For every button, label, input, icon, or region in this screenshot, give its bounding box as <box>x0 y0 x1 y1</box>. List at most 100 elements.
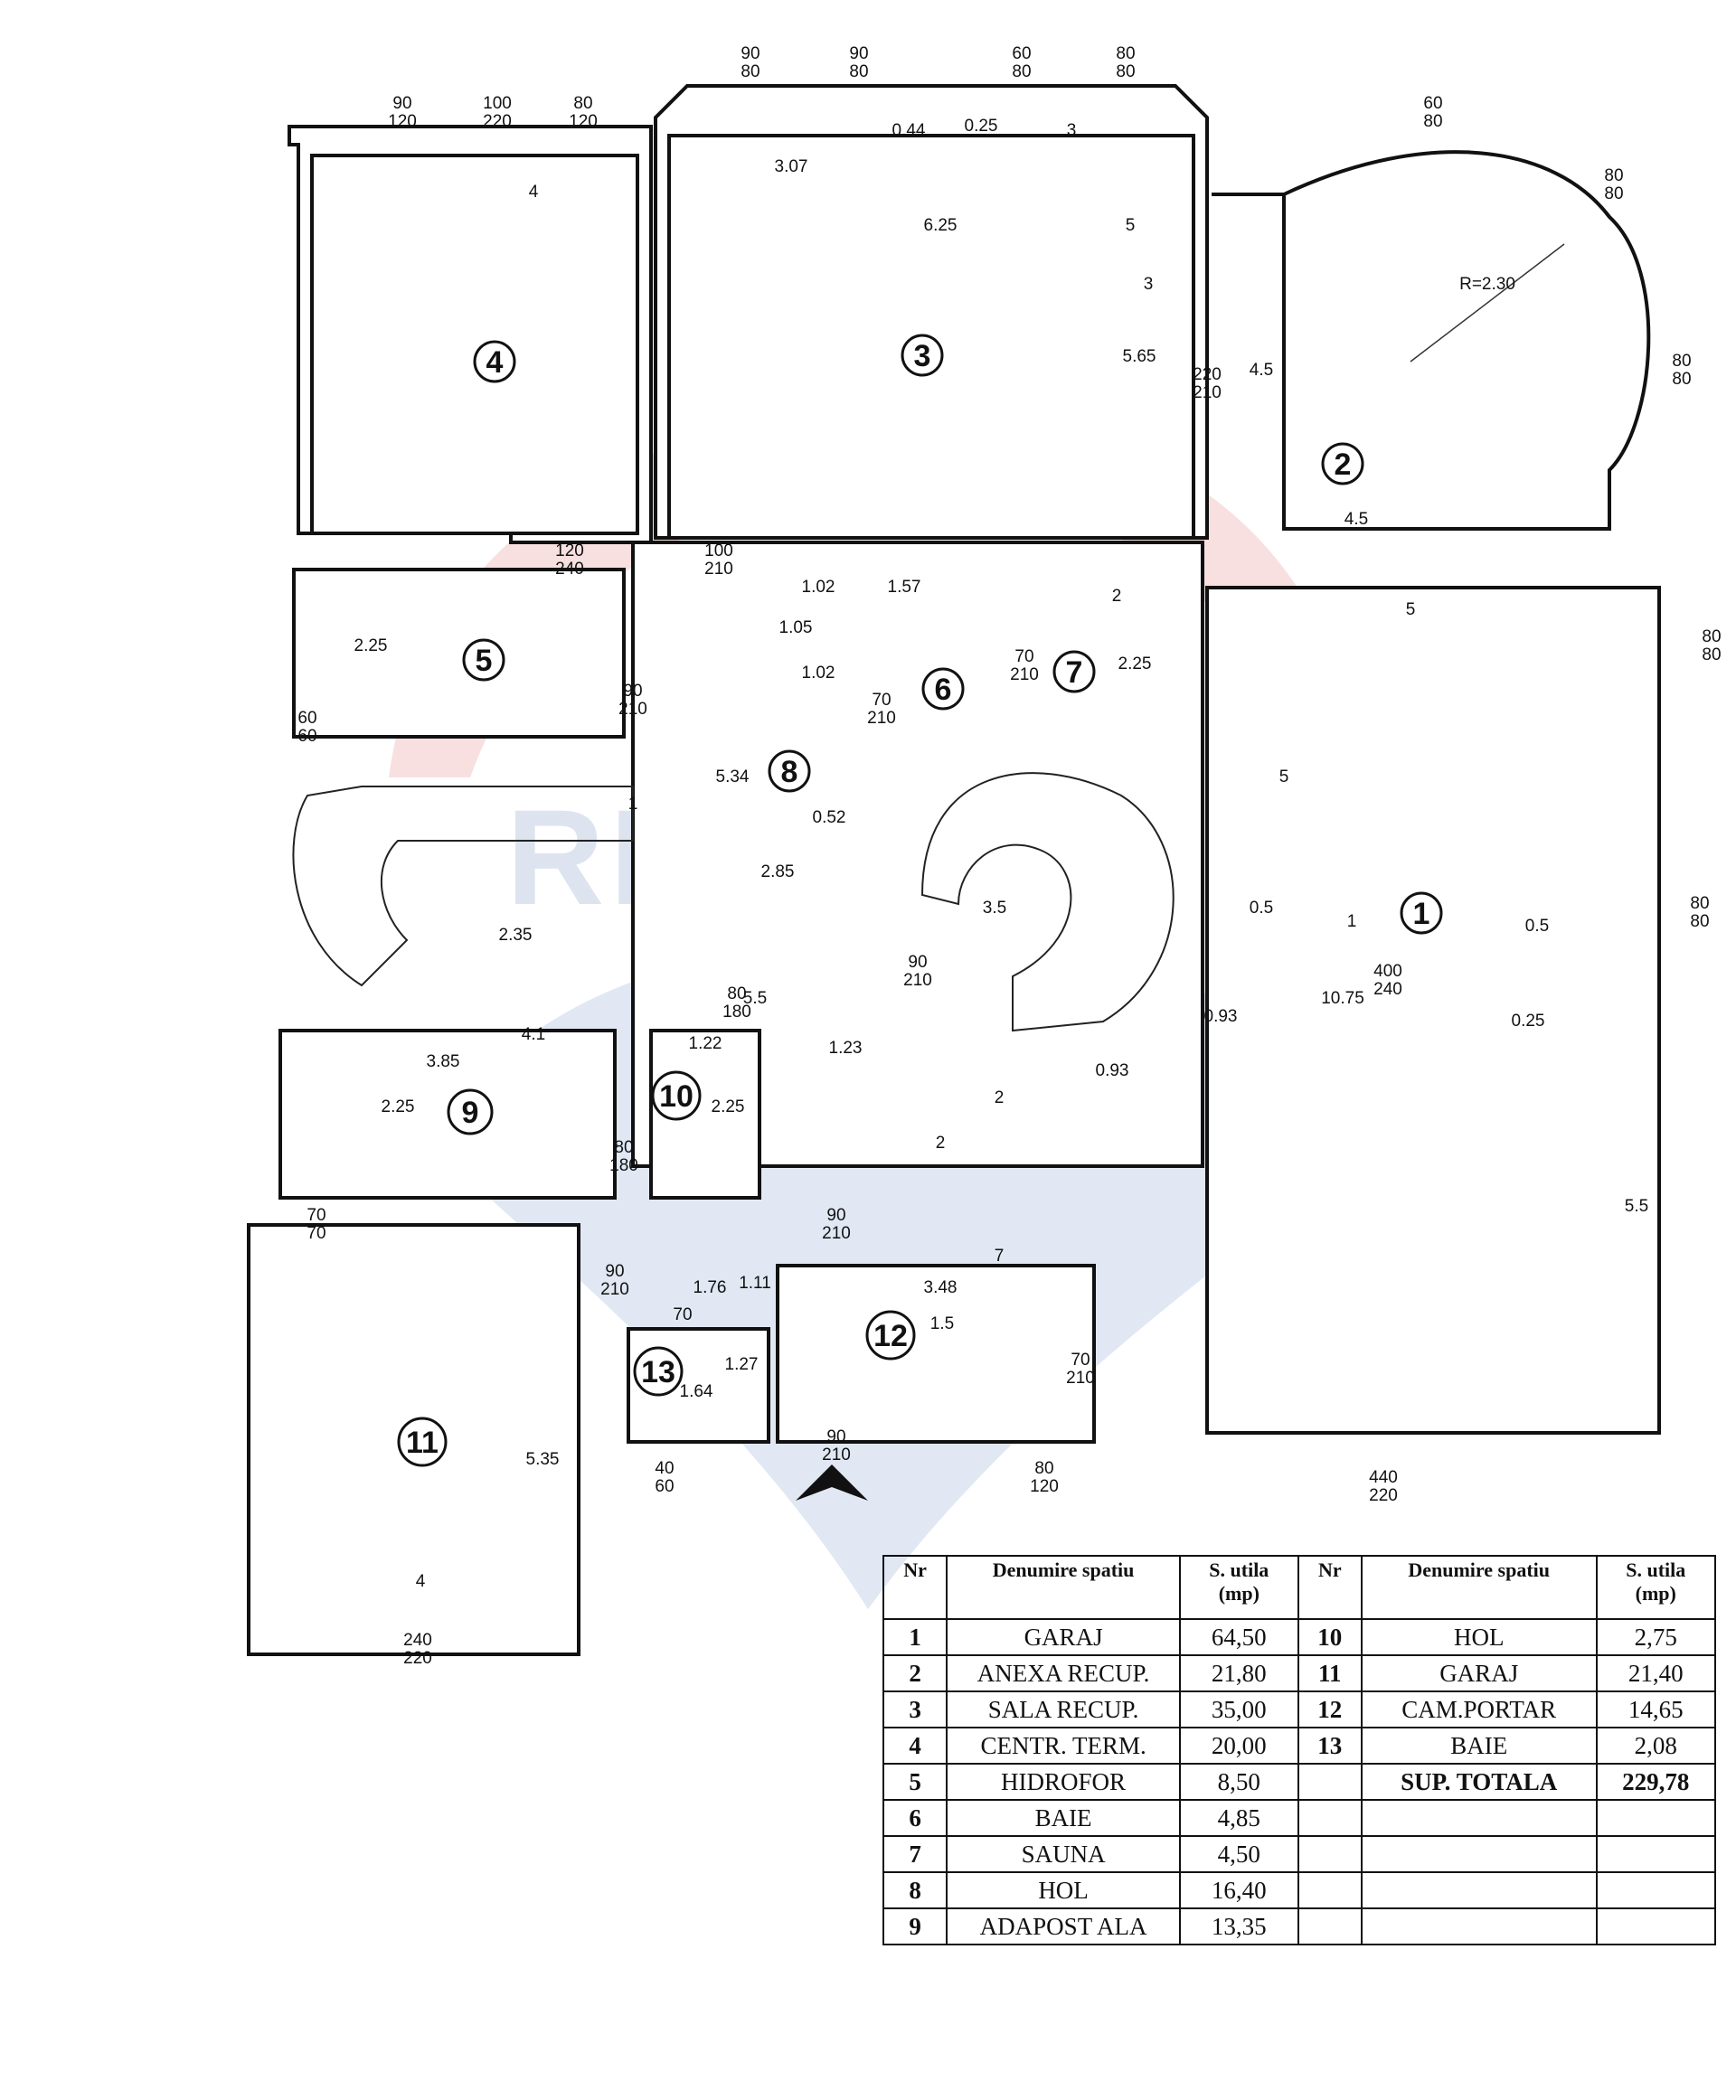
row-area: 13,35 <box>1178 1907 1299 1945</box>
room-number: 9 <box>462 1096 479 1130</box>
dimension-label: 1.57 <box>888 578 921 597</box>
room-5-walls <box>292 568 626 739</box>
room-number: 7 <box>1066 655 1083 690</box>
dimension-label: 1.64 <box>680 1382 713 1401</box>
row-area-2: 2,08 <box>1595 1727 1716 1765</box>
dimension-label: 1.27 <box>725 1355 759 1374</box>
row-nr: 7 <box>882 1835 948 1873</box>
room-11-walls <box>247 1223 580 1656</box>
dimension-label: 1.05 <box>779 618 813 637</box>
entrance-arrow-icon <box>796 1464 868 1501</box>
room-numbers: 1 2 3 4 5 6 7 8 9 10 11 12 13 <box>397 334 1443 1467</box>
header-area: S. utila (mp) <box>1178 1555 1299 1620</box>
row-nr-2: 11 <box>1297 1654 1363 1692</box>
row-name: CENTR. TERM. <box>946 1727 1181 1765</box>
row-area: 8,50 <box>1178 1763 1299 1801</box>
row-nr-2: 13 <box>1297 1727 1363 1765</box>
row-area-2: 14,65 <box>1595 1690 1716 1728</box>
dimension-label: 1.5 <box>930 1314 954 1333</box>
dimension-label: 4.1 <box>522 1025 545 1044</box>
room-4-interior <box>310 154 639 535</box>
row-nr: 6 <box>882 1799 948 1837</box>
dimension-label: 1.23 <box>829 1039 863 1058</box>
row-area-2 <box>1595 1871 1716 1909</box>
dimension-label: 2.25 <box>712 1097 745 1116</box>
row-name-2 <box>1360 1799 1598 1837</box>
radius-line <box>1410 243 1565 363</box>
dimension-label: 3.07 <box>775 157 808 176</box>
dimension-label: 0.44 <box>892 121 926 140</box>
dimension-label: 2 <box>1112 587 1122 606</box>
row-name-2 <box>1360 1907 1598 1945</box>
dimension-label: 0.25 <box>1512 1012 1545 1031</box>
dimension-label: R=2.30 <box>1459 275 1515 294</box>
dimension-label: 7 <box>995 1247 1005 1266</box>
dimension-label: 5.34 <box>716 767 750 786</box>
row-nr: 5 <box>882 1763 948 1801</box>
room-label-9: 9 <box>447 1088 494 1135</box>
room-label-6: 6 <box>921 667 965 711</box>
dimension-label: 5.5 <box>743 989 767 1008</box>
room-number: 8 <box>781 755 798 789</box>
dimension-label: 1.22 <box>689 1034 722 1053</box>
header-nr: Nr <box>882 1555 948 1620</box>
dimension-label: 0.93 <box>1204 1007 1238 1026</box>
row-name: ANEXA RECUP. <box>946 1654 1181 1692</box>
dimension-label: 70 <box>673 1305 692 1324</box>
header-nr-2: Nr <box>1297 1555 1363 1620</box>
row-name-2 <box>1360 1871 1598 1909</box>
row-area: 64,50 <box>1178 1618 1299 1656</box>
staircase-right <box>920 772 1175 1032</box>
dimension-label: 4 <box>529 183 539 202</box>
header-area-2: S. utila (mp) <box>1595 1555 1716 1620</box>
room-number: 10 <box>659 1079 693 1114</box>
room-number: 11 <box>406 1426 439 1460</box>
row-nr: 8 <box>882 1871 948 1909</box>
row-name-2: GARAJ <box>1360 1654 1598 1692</box>
dimension-label: 0.5 <box>1525 917 1549 936</box>
room-number: 4 <box>486 345 504 380</box>
dimension-label: 1.76 <box>693 1278 727 1297</box>
row-area: 21,80 <box>1178 1654 1299 1692</box>
dimension-label: 3 <box>1067 121 1077 140</box>
dimension-label: 2.25 <box>382 1097 415 1116</box>
row-nr-2 <box>1297 1907 1363 1945</box>
row-area-2 <box>1595 1835 1716 1873</box>
dimension-label: 0.25 <box>965 117 998 136</box>
room-number: 13 <box>641 1355 675 1389</box>
room-label-2: 2 <box>1321 442 1364 485</box>
area-table: Nr Denumire spatiu S. utila (mp) Nr Denu… <box>882 1555 1716 1945</box>
walls <box>247 84 1661 1656</box>
room-label-13: 13 <box>633 1346 684 1397</box>
row-name-2: BAIE <box>1360 1727 1598 1765</box>
dimension-label: 2.35 <box>499 926 533 945</box>
row-area-2: 229,78 <box>1595 1763 1716 1801</box>
dimension-label: 5.35 <box>526 1450 560 1469</box>
area-table-wrapper: Nr Denumire spatiu S. utila (mp) Nr Denu… <box>882 1555 1716 1945</box>
row-nr: 1 <box>882 1618 948 1656</box>
row-nr-2: 10 <box>1297 1618 1363 1656</box>
dimension-label: 6.25 <box>924 216 958 235</box>
